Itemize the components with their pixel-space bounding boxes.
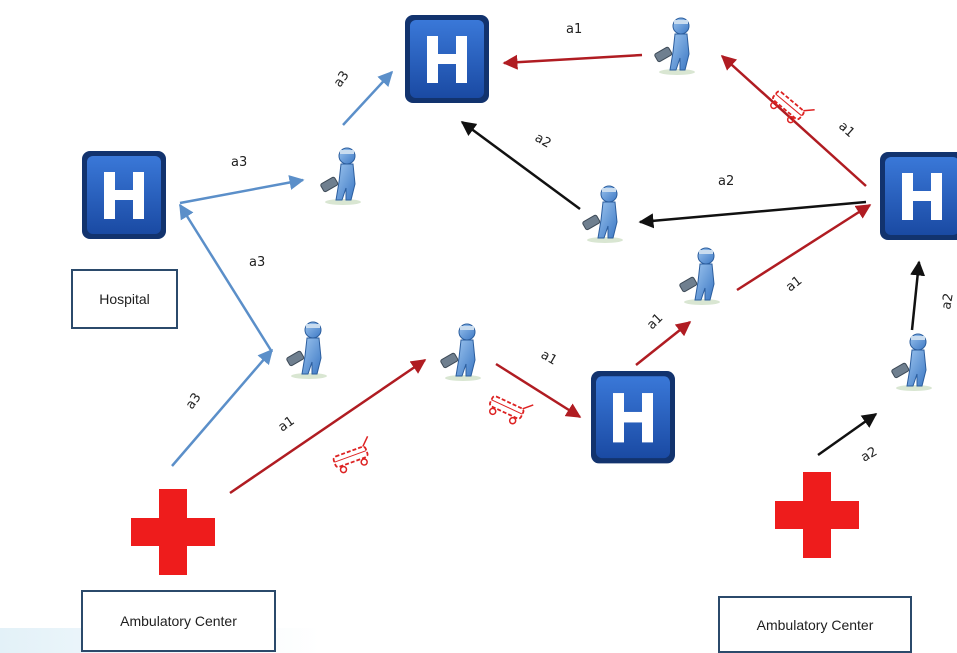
stretcher-icon — [329, 435, 378, 476]
ambulatory-center-label: Ambulatory Center — [756, 616, 874, 633]
edge-label-a2: a2 — [859, 444, 881, 465]
hospital-icon — [405, 15, 489, 103]
edge-a3-cross-to-person — [171, 348, 273, 467]
edge-label-a1: a1 — [644, 311, 666, 333]
edge-label-a3: a3 — [231, 155, 247, 170]
person-icon — [890, 333, 933, 392]
hospital-label: Hospital — [99, 291, 150, 307]
person-icon — [439, 323, 482, 382]
edge-a1-person-to-hospital-mid — [495, 362, 582, 419]
edge-a3-hospital-left-to-person — [179, 175, 305, 205]
stretcher-icon — [485, 387, 535, 430]
hospital-icon — [880, 152, 957, 240]
edge-label-a2: a2 — [532, 130, 554, 151]
edge-a1-cross-to-person — [229, 358, 427, 495]
edge-a1-hospital-mid-to-person — [635, 321, 692, 366]
ambulatory-center-box-right: Ambulatory Center — [718, 596, 912, 653]
edge-a2-person-to-hospital-top — [460, 120, 581, 211]
edge-a3-person-to-hospital-top — [342, 70, 394, 126]
edge-a2-person-to-hospital-right — [910, 260, 926, 331]
edge-a1-person-to-hospital-right — [736, 203, 872, 292]
edge-label-a2: a2 — [718, 174, 734, 189]
edge-a2-hospital-right-to-person — [638, 200, 867, 229]
hospital-label-box: Hospital — [71, 269, 178, 329]
hospital-icon — [82, 151, 166, 239]
ambulatory-center-label: Ambulatory Center — [120, 613, 237, 629]
hospital-icon — [591, 371, 675, 464]
person-icon — [285, 321, 328, 380]
edge-label-a3: a3 — [249, 255, 265, 270]
edge-a3-person-to-hospital-left — [178, 203, 274, 353]
person-icon — [678, 247, 721, 306]
edge-label-a2: a2 — [939, 292, 957, 311]
edge-label-a1: a1 — [566, 22, 582, 37]
edge-a1-person-to-hospital-top — [502, 53, 643, 70]
person-icon — [581, 185, 624, 244]
person-icon — [319, 147, 362, 206]
stretcher-icon — [766, 83, 816, 131]
edge-label-a3: a3 — [183, 390, 205, 412]
red-cross-icon — [131, 489, 215, 575]
edge-a2-cross-to-person — [817, 412, 878, 457]
ambulatory-center-box-left: Ambulatory Center — [81, 590, 276, 652]
edge-label-a1: a1 — [835, 119, 857, 141]
red-cross-icon — [775, 472, 859, 558]
person-icon — [653, 17, 696, 76]
edge-label-a1: a1 — [783, 273, 805, 295]
edge-label-a1: a1 — [538, 347, 560, 368]
edge-label-a3: a3 — [331, 68, 353, 90]
edge-label-a1: a1 — [276, 414, 298, 436]
